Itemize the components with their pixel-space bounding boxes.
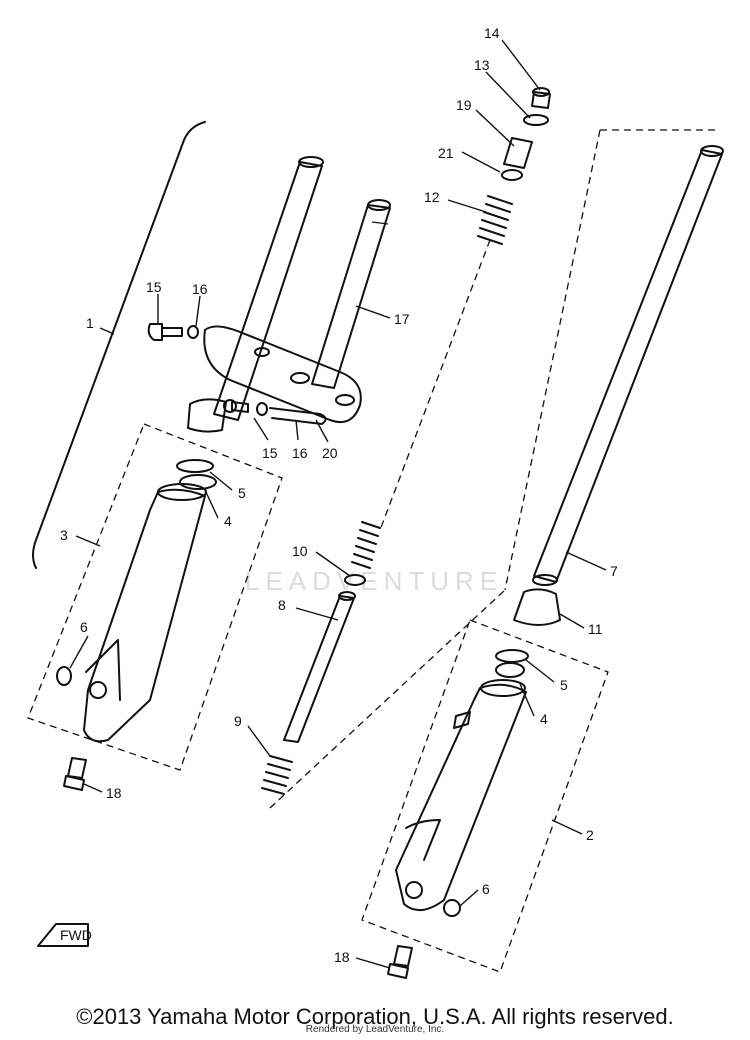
under-bracket [203, 325, 362, 424]
right-outer-tube [395, 679, 527, 911]
callout-18-right: 18 [334, 949, 350, 965]
left-oil-seal [176, 459, 214, 473]
callout-5-right: 5 [560, 677, 568, 693]
right-outer-tube-box [361, 619, 609, 973]
assembly-bracket [32, 121, 206, 569]
left-clamp [187, 398, 227, 433]
damper-ring [344, 574, 366, 586]
left-clip [179, 474, 217, 490]
callout-2: 2 [586, 827, 594, 843]
fork-cover [513, 588, 561, 626]
left-drain-washer [56, 666, 72, 686]
right-guide-diag [504, 129, 601, 591]
spring-seat [501, 169, 523, 181]
callout-10: 10 [292, 543, 308, 559]
copyright-notice: ©2013 Yamaha Motor Corporation, U.S.A. A… [76, 1004, 674, 1029]
lower-fork-spring [351, 521, 381, 569]
pinch-bolt-upper [147, 323, 183, 341]
callout-14: 14 [484, 25, 500, 41]
spacer [503, 137, 533, 169]
callout-11: 11 [588, 621, 603, 637]
callout-8: 8 [278, 597, 286, 613]
cap-o-ring [523, 114, 549, 126]
right-clip [495, 649, 529, 663]
leader-lines [69, 39, 607, 969]
callout-3: 3 [60, 527, 68, 543]
fwd-arrow: FWD [37, 923, 92, 947]
cap-bolt [531, 87, 551, 109]
washer-upper [187, 325, 199, 339]
center-guide-line [379, 239, 491, 531]
callout-7: 7 [610, 563, 618, 579]
left-outer-tube-box [27, 423, 283, 771]
upper-fork-spring [477, 195, 513, 245]
callout-15-upper: 15 [146, 279, 162, 295]
callout-4-right: 4 [540, 711, 548, 727]
callout-16-upper: 16 [192, 281, 208, 297]
callout-12: 12 [424, 189, 440, 205]
callout-4-left: 4 [224, 513, 232, 529]
lower-guide-line [269, 589, 506, 809]
left-outer-tube [83, 483, 207, 743]
callout-19: 19 [456, 97, 472, 113]
left-axle-bolt [63, 757, 87, 791]
washer-lower [256, 402, 268, 416]
damper-rod [283, 591, 356, 743]
callout-15-lower: 15 [262, 445, 278, 461]
watermark: LEADVENTURE [245, 566, 504, 596]
rebound-spring [261, 755, 293, 795]
callout-13: 13 [474, 57, 490, 73]
callout-21: 21 [438, 145, 454, 161]
callout-1: 1 [86, 315, 94, 331]
cable-guide [269, 407, 327, 425]
callout-20: 20 [322, 445, 338, 461]
pinch-bolt-lower [223, 399, 249, 413]
right-inner-tube [532, 145, 724, 586]
callout-16-lower: 16 [292, 445, 308, 461]
fwd-label: FWD [60, 927, 92, 943]
callout-9: 9 [234, 713, 242, 729]
callout-5-left: 5 [238, 485, 246, 501]
right-axle-bolt [387, 945, 413, 979]
callout-6-left: 6 [80, 619, 88, 635]
right-oil-seal [495, 662, 525, 678]
callout-18-left: 18 [106, 785, 122, 801]
rendered-by-notice: Rendered by LeadVenture, Inc. [305, 1024, 445, 1035]
callout-6-right: 6 [482, 881, 490, 897]
callout-17: 17 [394, 311, 410, 327]
right-drain-washer [443, 899, 461, 917]
left-inner-tube [213, 156, 324, 421]
steering-stem [311, 199, 391, 389]
